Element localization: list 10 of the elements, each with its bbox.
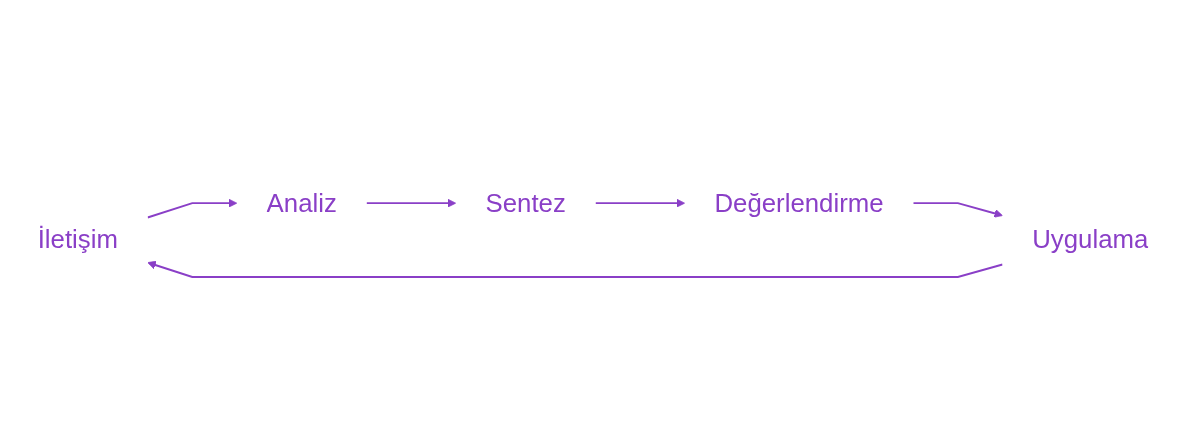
- arrow: [147, 260, 1004, 278]
- arrow: [365, 198, 457, 208]
- node-text: Değerlendirme: [714, 187, 884, 218]
- arrow: [594, 198, 686, 208]
- arrow: [912, 202, 1003, 218]
- node-text: Analiz: [266, 187, 337, 218]
- node-text: Sentez: [485, 187, 566, 218]
- node-text: Uygulama: [1032, 224, 1149, 255]
- node-text: İletişim: [37, 224, 118, 255]
- arrow: [146, 198, 238, 219]
